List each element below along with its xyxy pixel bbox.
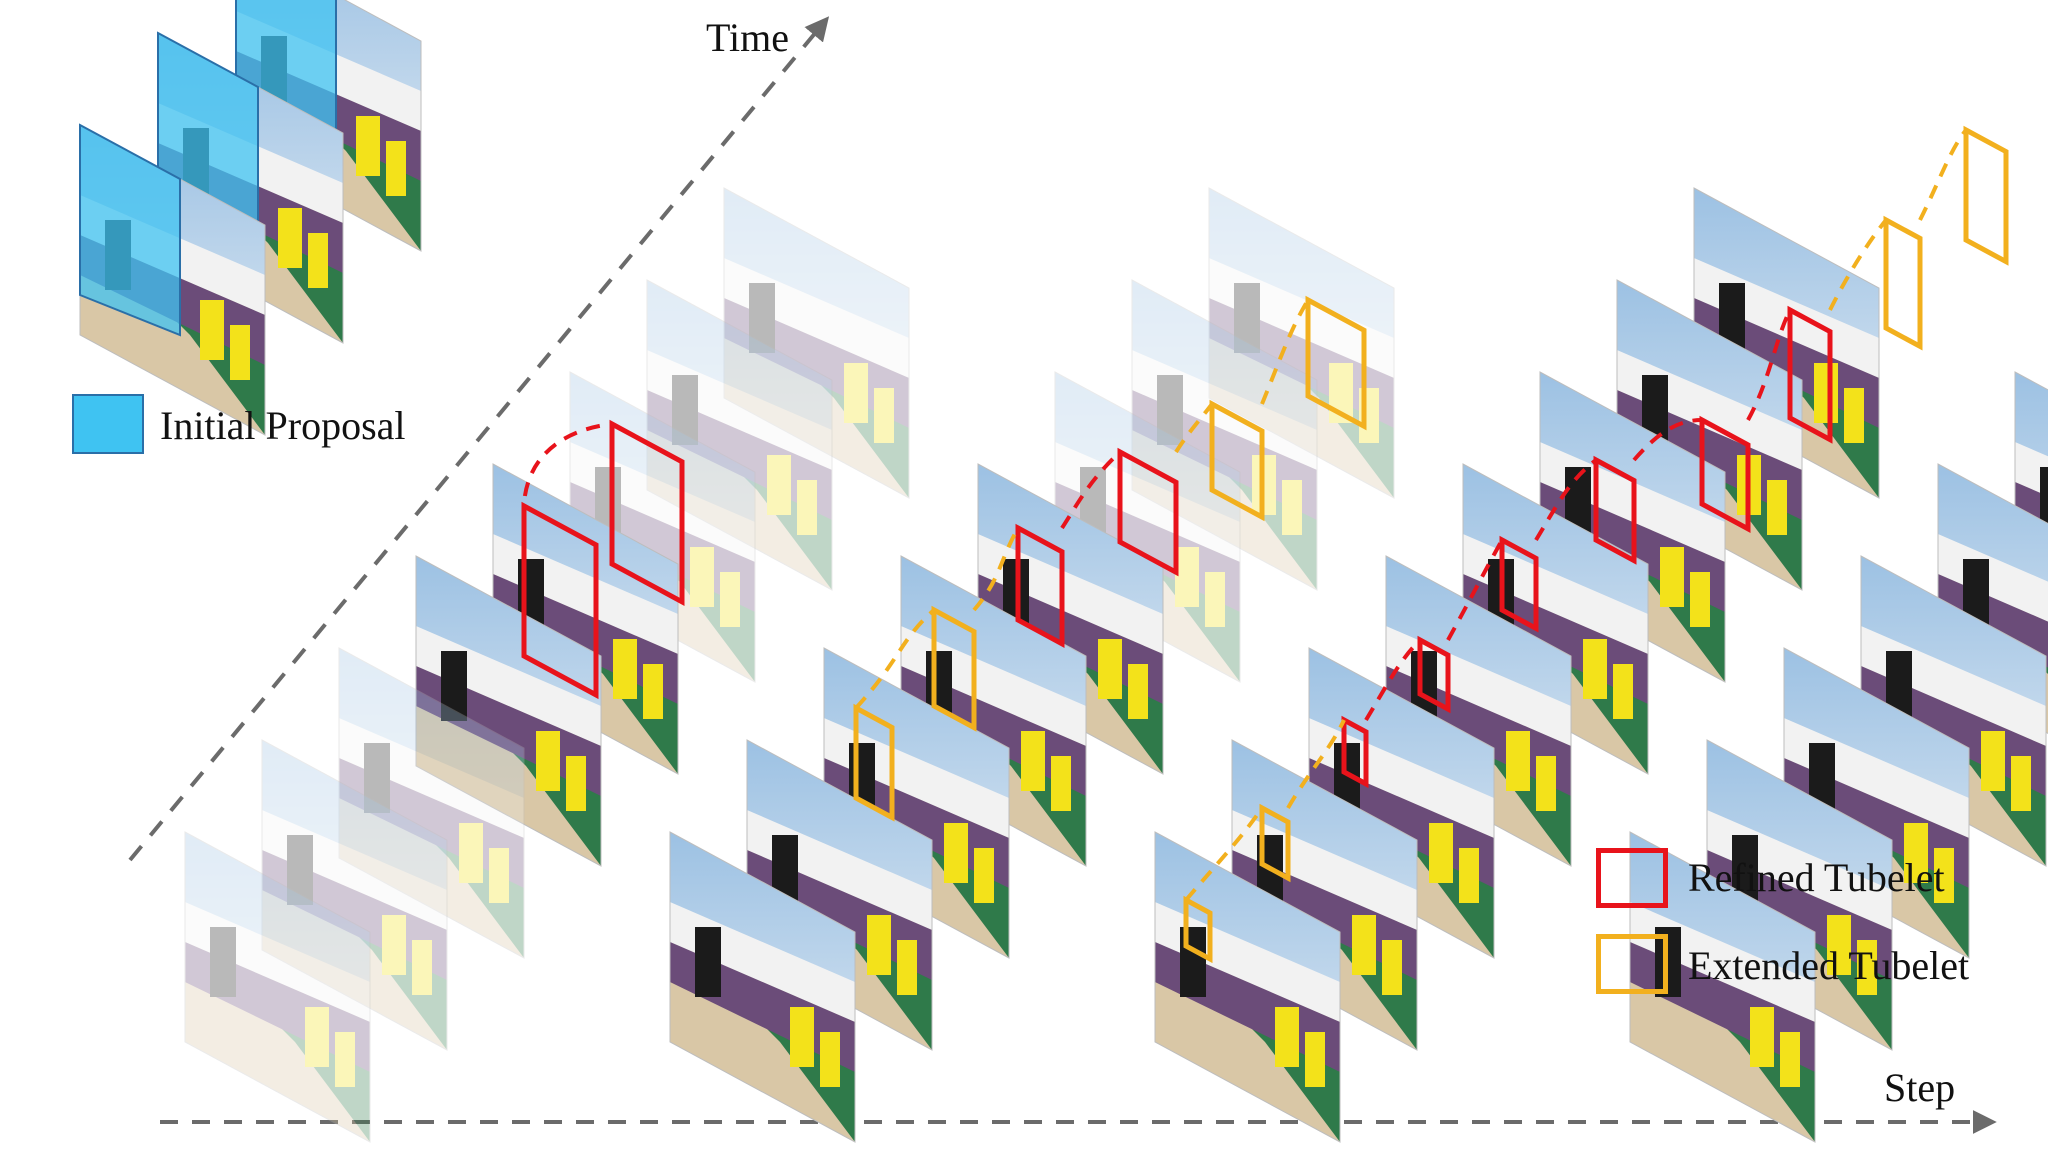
refined-tube xyxy=(1746,309,1792,421)
refined-tube xyxy=(521,422,613,521)
extended-tube xyxy=(1184,806,1264,902)
refined-tube xyxy=(1060,450,1122,530)
extended-tube xyxy=(972,527,1020,612)
step-stacks xyxy=(184,125,2048,1143)
tubelet-annotations xyxy=(521,125,2009,964)
refined-tubelet-swatch xyxy=(1596,848,1668,908)
extended-tube xyxy=(1828,218,1888,311)
refined-box xyxy=(1699,415,1751,534)
extended-box xyxy=(1183,895,1213,964)
refined-tube xyxy=(1534,458,1598,542)
step-stack xyxy=(1629,371,2048,1143)
frame xyxy=(1154,831,1341,1143)
extended-tube xyxy=(1918,128,1968,221)
refined-tube xyxy=(1632,418,1703,462)
refined-box xyxy=(1787,305,1833,444)
extended-box xyxy=(1209,399,1265,522)
initial-proposal-box xyxy=(79,123,181,337)
refined-tube xyxy=(1446,539,1504,641)
refined-box xyxy=(1417,635,1451,714)
extended-box xyxy=(931,605,977,732)
extended-box xyxy=(853,703,895,822)
step-stack xyxy=(184,187,910,1143)
frame xyxy=(1629,831,1816,1143)
extended-box xyxy=(1259,803,1291,883)
time-axis-arrow xyxy=(128,16,830,862)
refined-tube xyxy=(1364,638,1422,722)
step-axis-label: Step xyxy=(1884,1065,1956,1110)
refined-box xyxy=(1499,535,1539,633)
extended-box xyxy=(1883,215,1923,351)
initial-proposal-swatch xyxy=(72,394,144,454)
refined-box xyxy=(1117,447,1179,577)
extended-box xyxy=(1305,295,1367,431)
extended-tube xyxy=(1286,719,1346,810)
extended-box xyxy=(1963,125,2009,266)
frame xyxy=(1860,555,2047,867)
extended-tubelet-legend-label: Extended Tubelet xyxy=(1688,943,1970,988)
extended-tube xyxy=(1260,298,1310,405)
extended-tubelet-swatch xyxy=(1596,934,1668,994)
extended-tube xyxy=(1174,402,1214,454)
refined-box xyxy=(1593,455,1637,565)
initial-proposal-legend-label: Initial Proposal xyxy=(160,403,406,448)
initial-proposal-stack xyxy=(79,0,422,436)
time-axis-label: Time xyxy=(706,15,790,60)
refined-box xyxy=(521,501,599,700)
refined-box xyxy=(1341,715,1369,789)
refined-box xyxy=(1015,523,1065,648)
refined-box xyxy=(609,419,685,606)
step-stack xyxy=(1154,187,1880,1143)
refined-tubelet-legend-label: Refined Tubelet xyxy=(1688,855,1945,900)
